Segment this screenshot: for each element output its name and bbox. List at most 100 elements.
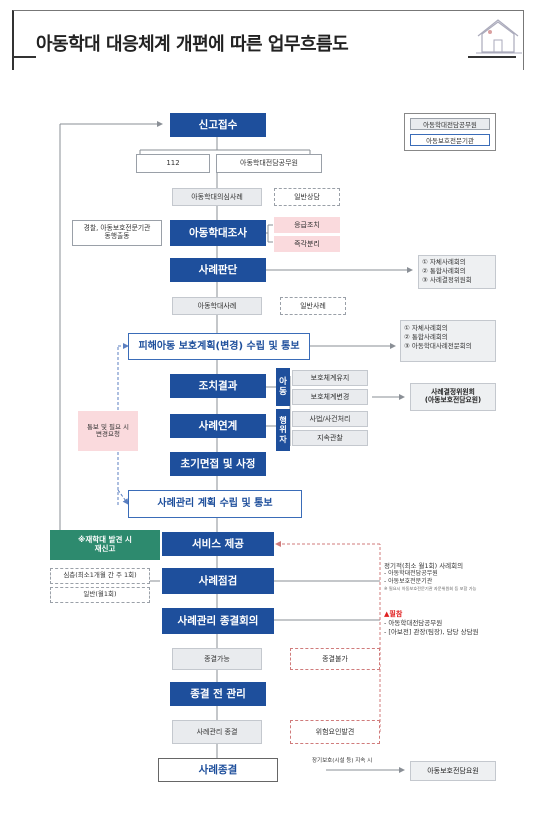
judgment-note-3: ③ 사례결정위원회 (422, 275, 472, 284)
legend-item-agency: 아동보호전문기관 (410, 134, 490, 146)
committee-note: 사례결정위원회 (아동보호전담요원) (410, 383, 496, 411)
case-closing-label: 사례관리 종결 (196, 727, 238, 736)
legend-item-official: 아동학대전담공무원 (410, 118, 490, 130)
protection-plan-node: 피해아동 보호계획(변경) 수립 및 통보 (128, 333, 310, 360)
child-option-maintain-label: 보호체계유지 (310, 373, 350, 382)
child-tag: 아동 (276, 368, 290, 406)
immediate-separation-label: 즉각분리 (294, 239, 320, 248)
police-note-label: 경찰, 아동보호전문기관 동행출동 (83, 224, 151, 240)
general-case: 일반사례 (280, 297, 346, 315)
report-node: 신고접수 (170, 113, 266, 137)
closing-note-1: - 아동학대전담공무원 (384, 619, 443, 628)
closing-meeting-node: 사례관리 종결회의 (162, 608, 274, 634)
perp-option-judicial-label: 사법/사건처리 (309, 414, 351, 423)
service-node: 서비스 제공 (162, 532, 274, 556)
plan-notes: ① 자체사례회의 ② 통합사례회의 ③ 아동학대사례전문회의 (400, 320, 496, 362)
check-note-4: ※ 필요시 아동보호전문기관 자문위원회 등 포함 가능 (384, 586, 477, 592)
check-notes: 정기적(최소 월1회) 사례회의 - 아동학대전담공무원 - 아동보호전문기관 … (384, 562, 500, 602)
judgment-note-2: ② 통합사례회의 (422, 266, 466, 275)
title-rule-left (12, 56, 36, 58)
house-icon (476, 19, 522, 54)
plan-note-2: ② 통합사례회의 (404, 332, 448, 341)
check-note-2: - 아동학대전담공무원 (384, 570, 438, 578)
page-title: 아동학대 대응체계 개편에 따른 업무흐름도 (36, 34, 349, 55)
child-option-maintain: 보호체계유지 (292, 370, 368, 386)
case-link-node: 사례연계 (170, 414, 266, 438)
case-check-node: 사례점검 (162, 568, 274, 594)
report-official: 아동학대전담공무원 (216, 154, 322, 173)
closing-notes: ▲필참 - 아동학대전담공무원 - [아보전] 관장(팀장), 담당 상담원 (384, 610, 500, 640)
title-frame (12, 10, 524, 70)
closing-impossible: 종결불가 (290, 648, 380, 670)
check-deep: 심층(최소1개월 간 주 1회) (50, 568, 150, 584)
abuse-case-label: 아동학대사례 (197, 301, 237, 310)
investigation-label: 아동학대조사 (189, 226, 247, 239)
final-label: 사례종결 (198, 763, 238, 776)
child-tag-label: 아동 (279, 376, 287, 397)
case-link-label: 사례연계 (198, 419, 238, 432)
risk-found: 위험요인발견 (290, 720, 380, 744)
suspected-abuse-case: 아동학대의심사례 (172, 188, 262, 206)
child-option-change-label: 보호체계변경 (310, 392, 350, 401)
closing-note-2: - [아보전] 관장(팀장), 담당 상담원 (384, 628, 479, 637)
emergency-measure: 응급조치 (274, 217, 340, 233)
notify-note-label: 통보 및 필요 시 변경요청 (86, 422, 130, 438)
general-consult: 일반상담 (274, 188, 340, 206)
general-consult-label: 일반상담 (294, 192, 320, 201)
final-target-label: 아동보호전담요원 (427, 766, 479, 775)
legend-label-agency: 아동보호전문기관 (426, 137, 474, 145)
perpetrator-tag: 행위자 (276, 409, 290, 451)
police-note: 경찰, 아동보호전문기관 동행출동 (72, 220, 162, 246)
pre-closing-node: 종결 전 관리 (170, 682, 266, 706)
closing-warning-label: ▲필참 (384, 610, 403, 618)
plan-note-3: ③ 아동학대사례전문회의 (404, 341, 472, 350)
judgment-notes: ① 자체사례회의 ② 통합사례회의 ③ 사례결정위원회 (418, 255, 496, 289)
general-case-label: 일반사례 (300, 301, 326, 310)
plan-note-1: ① 자체사례회의 (404, 324, 448, 332)
check-general: 일반(월1회) (50, 587, 150, 603)
report-label: 신고접수 (198, 118, 238, 131)
final-note-label: 장기보호(시설 등) 지속 시 (312, 758, 373, 764)
case-check-label: 사례점검 (198, 574, 238, 587)
check-note-3: - 아동보호전문기관 (384, 578, 433, 586)
judgment-label: 사례판단 (198, 263, 238, 276)
child-option-change: 보호체계변경 (292, 389, 368, 405)
action-result-node: 조치결과 (170, 374, 266, 398)
immediate-separation: 즉각분리 (274, 236, 340, 252)
case-plan-node: 사례관리 계획 수립 및 통보 (128, 490, 302, 518)
suspected-abuse-label: 아동학대의심사례 (191, 192, 243, 201)
check-note-1: 정기적(최소 월1회) 사례회의 (384, 562, 464, 570)
risk-found-label: 위험요인발견 (315, 727, 355, 736)
perp-option-observe-label: 지속관찰 (317, 433, 343, 442)
notify-note: 통보 및 필요 시 변경요청 (78, 411, 138, 451)
report-official-label: 아동학대전담공무원 (240, 159, 298, 168)
initial-interview-node: 초기면접 및 사정 (170, 452, 266, 476)
check-general-label: 일반(월1회) (83, 590, 117, 599)
reabuse-note: ※재학대 발견 시 재신고 (50, 530, 160, 560)
perp-option-observe: 지속관찰 (292, 430, 368, 446)
perp-option-judicial: 사법/사건처리 (292, 411, 368, 427)
perpetrator-tag-label: 행위자 (279, 416, 287, 444)
title-rule-right (468, 56, 516, 58)
case-plan-label: 사례관리 계획 수립 및 통보 (157, 498, 273, 510)
report-112: 112 (136, 154, 210, 173)
service-label: 서비스 제공 (192, 537, 244, 550)
closing-possible-label: 종결가능 (204, 654, 230, 663)
final-node: 사례종결 (158, 758, 278, 782)
protection-plan-label: 피해아동 보호계획(변경) 수립 및 통보 (138, 340, 300, 352)
action-result-label: 조치결과 (198, 379, 238, 392)
final-target: 아동보호전담요원 (410, 761, 496, 781)
pre-closing-label: 종결 전 관리 (190, 687, 246, 700)
closing-meeting-label: 사례관리 종결회의 (177, 614, 259, 627)
reabuse-label: ※재학대 발견 시 재신고 (78, 535, 132, 553)
abuse-case: 아동학대사례 (172, 297, 262, 315)
case-closing: 사례관리 종결 (172, 720, 262, 744)
committee-note-label: 사례결정위원회 (아동보호전담요원) (424, 388, 482, 404)
judgment-note-1: ① 자체사례회의 (422, 258, 466, 266)
initial-interview-label: 초기면접 및 사정 (180, 457, 256, 470)
investigation-node: 아동학대조사 (170, 220, 266, 246)
judgment-node: 사례판단 (170, 258, 266, 282)
report-112-label: 112 (166, 159, 180, 168)
